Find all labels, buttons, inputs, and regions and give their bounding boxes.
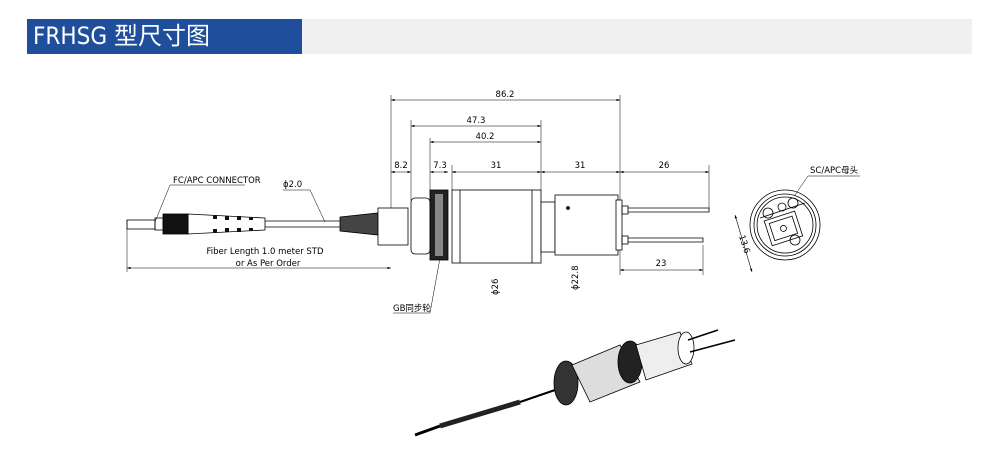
dim-31a: 31 [491,161,502,171]
dim-dia22: ϕ22.8 [571,265,581,290]
dim-26: 26 [659,161,670,171]
page-title: FRHSG 型尺寸图 [27,19,302,54]
dim-31b: 31 [575,161,586,171]
dim-13: 13.6 [736,234,751,255]
label-gb: GB同步轮 [393,303,431,314]
dim-40: 40.2 [476,132,495,142]
dim-dia26: ϕ26 [491,279,501,295]
label-fiber1: Fiber Length 1.0 meter STD [206,247,324,257]
label-sc: SC/APC母头 [810,165,859,176]
dim-8: 8.2 [394,161,408,171]
dim-47: 47.3 [467,116,486,126]
label-fc: FC/APC CONNECTOR [173,176,261,186]
product-3d-view [414,329,736,437]
dim-overall: 86.2 [496,90,515,100]
label-fiber2: or As Per Order [236,259,301,269]
dim-23: 23 [656,259,667,269]
dim-dia2: ϕ2.0 [283,180,302,190]
dim-7: 7.3 [433,161,447,171]
